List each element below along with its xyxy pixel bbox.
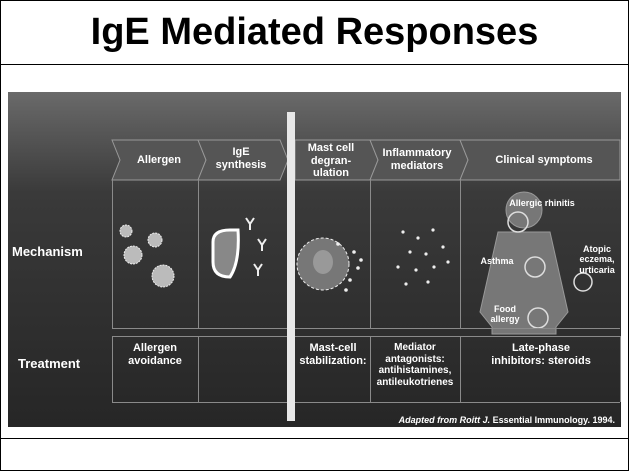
col-header-ige-synthesis: IgE synthesis xyxy=(215,146,267,171)
human-body-figure xyxy=(479,191,569,335)
phase-separator-bar xyxy=(287,112,295,421)
title-divider xyxy=(1,64,628,65)
row-label-mechanism: Mechanism xyxy=(12,244,83,259)
treatment-mast-cell-stabilization: Mast-cell stabilization: xyxy=(299,342,367,367)
ige-antibodies xyxy=(245,217,267,276)
slide-title: IgE Mediated Responses xyxy=(90,11,539,53)
symptom-atopic: Atopic eczema, urticaria xyxy=(579,244,615,275)
grid-line xyxy=(112,180,113,328)
treatment-late-phase-inhibitors: Late-phase inhibitors: steroids xyxy=(491,342,591,367)
mediator-dots xyxy=(396,228,450,286)
col-header-inflammatory-mediators: Inflammatory mediators xyxy=(382,147,452,172)
grid-line xyxy=(112,402,620,403)
grid-line xyxy=(112,336,620,337)
grid-line xyxy=(198,180,199,328)
symptom-allergic-rhinitis: Allergic rhinitis xyxy=(509,198,575,208)
col-header-clinical-symptoms: Clinical symptoms xyxy=(495,154,593,166)
diagram-background xyxy=(111,139,621,335)
grid-line xyxy=(198,336,199,402)
grid-line xyxy=(370,180,371,328)
treatment-mediator-antagonists: Mediator antagonists: antihistamines, an… xyxy=(376,342,454,388)
allergen-particles xyxy=(119,224,175,288)
grid-line xyxy=(112,336,113,402)
treatment-allergen-avoidance: Allergen avoidance xyxy=(128,342,182,367)
row-label-treatment: Treatment xyxy=(18,356,81,371)
grid-line xyxy=(460,180,461,328)
plasma-cell xyxy=(211,228,240,279)
symptom-food-allergy: Food allergy xyxy=(490,304,520,325)
mast-cell xyxy=(296,237,363,292)
footer-divider xyxy=(1,438,628,439)
grid-line xyxy=(112,328,620,329)
grid-line xyxy=(620,336,621,402)
symptom-asthma: Asthma xyxy=(480,256,514,266)
col-header-allergen: Allergen xyxy=(136,154,181,166)
source-credit: Adapted from Roitt J. Essential Immunolo… xyxy=(398,415,615,425)
diagram-panel: Allergen IgE synthesis Mast cell degran-… xyxy=(8,92,621,427)
col-header-mast-cell: Mast cell degran-ulation xyxy=(307,142,355,180)
grid-line xyxy=(460,336,461,402)
grid-line xyxy=(370,336,371,402)
